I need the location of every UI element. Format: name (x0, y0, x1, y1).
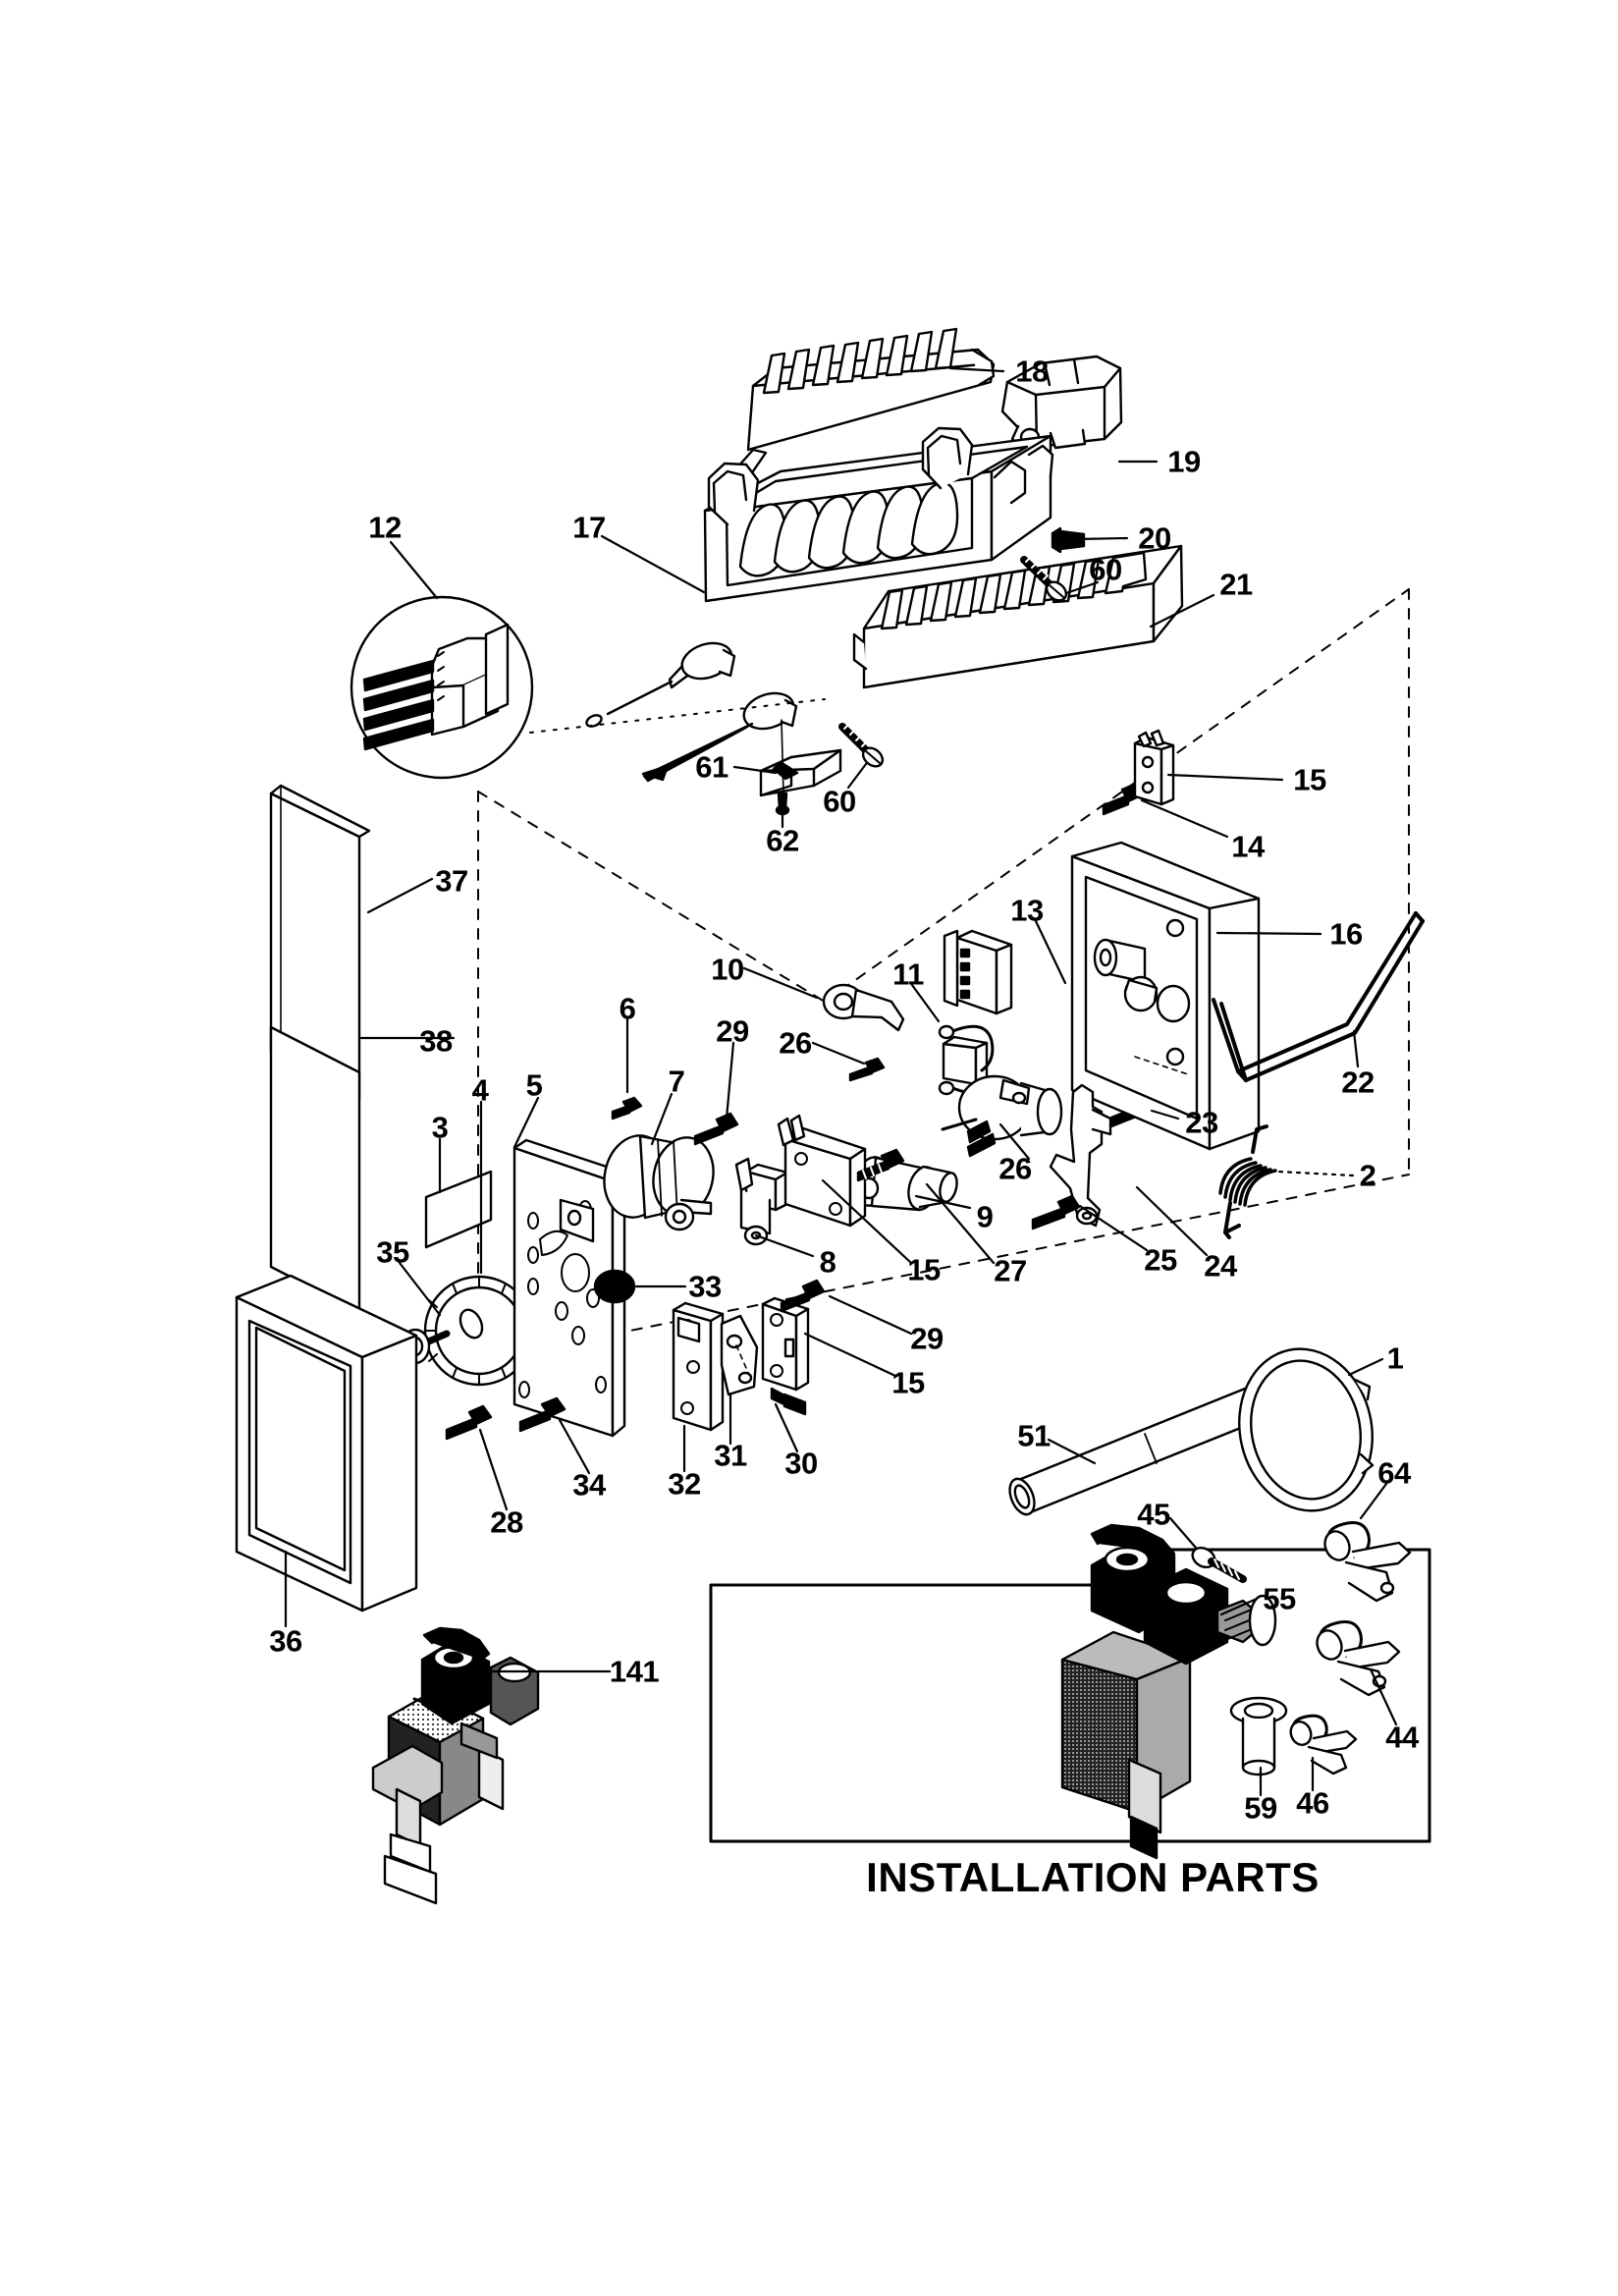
callout-141: 141 (609, 1654, 660, 1689)
callout-17: 17 (572, 510, 606, 545)
callout-37: 37 (435, 863, 468, 899)
part-45-screw (1191, 1546, 1247, 1583)
part-32-bracket (672, 1301, 725, 1432)
callout-35: 35 (376, 1234, 409, 1270)
part-60-screw-a (1020, 556, 1068, 602)
callout-26b: 26 (998, 1151, 1032, 1186)
part-15-mounting-clip (1133, 729, 1175, 806)
callout-15a: 15 (1293, 762, 1326, 797)
callout-2: 2 (1359, 1158, 1376, 1193)
part-10-shut-off-arm (822, 983, 905, 1032)
callout-18: 18 (1015, 354, 1049, 389)
part-24-screw (1031, 1194, 1081, 1230)
callout-29b: 29 (910, 1321, 944, 1356)
part-31-cam-plate (720, 1314, 759, 1396)
callout-12: 12 (368, 510, 402, 545)
part-29-screw-a (693, 1112, 739, 1146)
callout-51: 51 (1017, 1418, 1051, 1453)
part-15-screw-b (856, 1148, 905, 1182)
part-27-switch (777, 1114, 867, 1228)
part-20-screw (1051, 526, 1086, 554)
part-spring-clip (938, 1024, 995, 1096)
callout-8: 8 (819, 1244, 836, 1280)
callout-7: 7 (668, 1064, 685, 1099)
part-30-switch-block (761, 1296, 810, 1416)
callout-23: 23 (1185, 1105, 1218, 1140)
part-7-drive-motor (603, 1134, 715, 1231)
callout-60a: 60 (1089, 552, 1122, 587)
part-29-screw-b (780, 1279, 826, 1313)
part-13-motor-plug (941, 1074, 1063, 1158)
callout-33: 33 (688, 1269, 722, 1304)
callout-21: 21 (1219, 567, 1253, 602)
callout-46: 46 (1296, 1785, 1329, 1821)
part-33-grommet (593, 1269, 636, 1304)
part-46-tube-clamp-small (1289, 1714, 1358, 1776)
part-62-pin (775, 719, 790, 826)
callout-1: 1 (1386, 1340, 1404, 1376)
part-44-tube-clamp (1316, 1620, 1401, 1697)
part-12-wire-connector-detail (350, 595, 534, 780)
callout-31: 31 (714, 1438, 747, 1473)
callout-26a: 26 (779, 1025, 812, 1061)
part-thermostat-probes (585, 641, 798, 783)
callout-5: 5 (525, 1067, 543, 1103)
callout-16: 16 (1329, 916, 1363, 952)
callout-28: 28 (490, 1504, 523, 1540)
callout-19: 19 (1167, 444, 1201, 479)
callout-61: 61 (695, 749, 728, 785)
callout-38: 38 (419, 1023, 453, 1059)
part-25-ejector-fork (1049, 1083, 1112, 1228)
callout-15b: 15 (907, 1252, 941, 1287)
part-17-ice-mold (703, 426, 1054, 603)
callout-34: 34 (572, 1467, 606, 1503)
part-2-torsion-spring (1218, 1124, 1277, 1239)
part-28-34-screws (445, 1396, 566, 1441)
section-title: INSTALLATION PARTS (866, 1854, 1320, 1900)
callout-22: 22 (1341, 1065, 1375, 1100)
callout-64: 64 (1377, 1455, 1411, 1491)
assembly-guide-lines (477, 588, 1410, 1362)
part-64-tube-clamp (1323, 1521, 1412, 1603)
part-59-bushing (1229, 1696, 1288, 1777)
callout-6: 6 (619, 991, 636, 1026)
part-60-screw-b (838, 723, 885, 768)
callout-4: 4 (471, 1072, 489, 1108)
callout-55: 55 (1263, 1581, 1296, 1616)
leader-lines (284, 366, 1398, 1797)
callout-44: 44 (1385, 1720, 1419, 1755)
part-37-cover-panel (269, 784, 371, 1100)
callout-29a: 29 (716, 1013, 749, 1049)
callout-59: 59 (1244, 1790, 1277, 1826)
callout-20: 20 (1138, 520, 1171, 556)
callout-25: 25 (1144, 1242, 1177, 1278)
callout-62: 62 (766, 823, 799, 858)
callout-32: 32 (668, 1466, 701, 1502)
part-38-insulation-sheet (269, 1025, 361, 1314)
part-8-lever-linkage (734, 1157, 789, 1246)
callout-60b: 60 (823, 784, 856, 819)
callout-45: 45 (1137, 1497, 1170, 1532)
callout-9: 9 (976, 1199, 994, 1234)
part-1-retainer-ring (1238, 1347, 1375, 1512)
part-141-water-valve (371, 1626, 540, 1905)
callout-10: 10 (711, 952, 744, 987)
part-16-support-housing (1070, 841, 1261, 1151)
callout-13: 13 (1010, 893, 1044, 928)
callout-14: 14 (1231, 829, 1265, 864)
callout-24: 24 (1204, 1248, 1237, 1284)
callout-3: 3 (431, 1110, 449, 1145)
part-11-terminal-block (943, 929, 1013, 1015)
callout-36: 36 (269, 1623, 302, 1659)
callout-27: 27 (994, 1253, 1027, 1288)
part-3-label-tag (424, 1170, 493, 1249)
callout-15c: 15 (891, 1365, 925, 1400)
callout-30: 30 (784, 1446, 818, 1481)
part-21-ice-stripper (852, 544, 1184, 689)
part-19-fill-cup (1000, 355, 1123, 451)
callout-11: 11 (892, 957, 924, 992)
part-6-screw (611, 1096, 643, 1121)
part-36-housing (235, 1274, 418, 1613)
